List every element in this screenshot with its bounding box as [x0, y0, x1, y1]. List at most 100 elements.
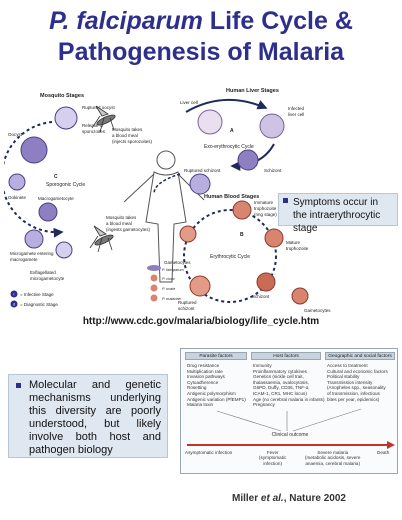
step-mark-c: C — [54, 174, 58, 180]
label-exflagellated-2: microgametocyte — [30, 276, 65, 281]
label-liver-ruptured-schizont: Ruptured schizont — [184, 168, 221, 173]
label-erythrocytic-cycle: Erythrocytic Cycle — [210, 254, 250, 260]
label-meal-top-3: (injects sporozoites) — [112, 139, 153, 144]
parasite-factor: Drug resistance — [187, 363, 220, 368]
host-factor: thalassaemia, ovalocytosis, — [253, 379, 309, 385]
parasite-factor: Invasion pathways — [187, 374, 225, 380]
liver-stage-cycle — [153, 99, 285, 195]
label-liver-schizont: Schizont — [264, 168, 282, 173]
source-url: http://www.cdc.gov/malaria/biology/life_… — [82, 316, 320, 327]
label-liver-cell: Liver cell — [180, 100, 198, 105]
outcome-fever-line: (symptomatic — [259, 455, 287, 461]
citation-etal: et al. — [260, 493, 284, 504]
label-ruptured-blood-2: schizont — [178, 306, 195, 311]
label-mature-2: trophozoite — [286, 246, 309, 251]
blood-stage-cycle — [147, 200, 309, 305]
label-human-liver-stages: Human Liver Stages — [226, 88, 279, 94]
label-exflagellated-1: Exflagellated — [30, 270, 56, 275]
host-factor: ICAM-1, CR1, MHC locus) — [253, 390, 307, 396]
parasite-factor: Antigenic polymorphism — [187, 390, 236, 396]
label-human-blood-stages: Human Blood Stages — [204, 194, 259, 200]
label-release-1: Release of — [82, 123, 104, 128]
label-ruptured-blood-1: Ruptured — [178, 300, 197, 305]
host-factor: Genetics (sickle cell trait, — [253, 374, 304, 380]
diagnostic-stage-marker — [10, 300, 18, 308]
geo-social-factor: Political stability — [327, 374, 360, 380]
citation-author: Miller — [232, 493, 261, 504]
gametocyte-species-stack — [147, 265, 161, 302]
parasite-factor: Rosetting — [187, 385, 207, 391]
outcome-asymptomatic: Asymptomatic infection — [185, 450, 233, 455]
label-gametocytes-left: Gametocytes — [164, 260, 191, 265]
parasite-factor: Cytoadherence — [187, 379, 219, 385]
label-p-falciparum: P. falciparum — [162, 268, 184, 272]
rbc-ring-stage — [232, 200, 252, 220]
liver-ruptured-schizont — [189, 173, 211, 195]
label-infected-2: liver cell — [288, 112, 304, 117]
symptom-callout: Symptoms occur in the intraerythrocytic … — [278, 193, 398, 234]
bullet-square-icon — [16, 383, 21, 388]
citation-rest: , Nature 2002 — [283, 493, 346, 504]
slide-title: P. falciparum Life Cycle & Pathogenesis … — [0, 6, 402, 68]
ruptured-oocyst-cell — [54, 106, 78, 130]
label-p-malariae: P. malariae — [162, 297, 181, 301]
geo-social-factors-header: Geographic and social factors — [325, 352, 395, 360]
liver-cell — [197, 109, 223, 135]
geo-social-factors-list: Access to treatment Cultural and economi… — [327, 363, 388, 402]
label-microgamete-2: macrogamete — [10, 257, 38, 262]
rbc-ruptured-schizont — [189, 275, 211, 297]
rbc-merozoites — [179, 225, 197, 243]
liver-schizont — [237, 149, 259, 171]
host-factor: Pregnancy — [253, 402, 275, 408]
label-ookinete: Ookinete — [8, 195, 27, 200]
label-diagnostic-stage: = Diagnostic Stage — [20, 302, 58, 307]
outcome-arrows — [187, 408, 395, 449]
stage-legend: i d = Infective Stage = Diagnostic Stage — [10, 290, 58, 308]
label-mature-1: Mature — [286, 240, 301, 245]
label-meal-bot-3: (ingests gametocytes) — [106, 227, 151, 232]
step-mark-a: A — [230, 128, 234, 134]
parasite-factors-header: Parasite factors — [185, 352, 247, 360]
infected-liver-cell — [259, 113, 285, 139]
host-factor: Proinflammatory cytokines — [253, 368, 307, 374]
title-line-2: Pathogenesis of Malaria — [57, 38, 345, 66]
outcome-severe: Severe malaria (metabolic acidosis, seve… — [305, 450, 360, 466]
label-infected-1: Infected — [288, 106, 305, 111]
clinical-outcome-label: Clinical outcome — [271, 432, 309, 438]
outcome-severe-line: (metabolic acidosis, severe — [305, 455, 361, 461]
outcome-arrowhead — [387, 441, 395, 449]
geo-social-factor: Access to treatment — [327, 363, 368, 368]
parasite-factor: Antigenic variation (PfEMP1) — [187, 396, 246, 402]
outcome-severe-line: anaemia, cerebral malaria) — [305, 460, 361, 466]
host-factor: Immunity — [253, 363, 272, 368]
host-factor: Age (no cerebral malaria in infants) — [253, 396, 325, 402]
label-microgamete-1: Microgamete entering — [10, 251, 54, 256]
label-infective-stage: = Infective Stage — [20, 292, 54, 297]
label-exo-erythrocytic: Exo-erythrocytic Cycle — [204, 144, 254, 150]
geo-social-factor: Cultural and economic factors — [327, 368, 388, 374]
oocyst-cell — [20, 136, 48, 164]
label-immature-1: Immature — [254, 200, 274, 205]
label-sporogonic-cycle: Sporogonic Cycle — [46, 182, 85, 188]
macrogametocyte-cell — [38, 202, 58, 222]
label-p-vivax: P. vivax — [162, 277, 176, 281]
label-meal-bot-2: a blood meal — [106, 221, 132, 226]
label-mosquito-stages: Mosquito Stages — [40, 93, 84, 99]
factors-figure: Parasite factors Host factors Geographic… — [180, 348, 398, 474]
label-meal-top-2: a blood meal — [112, 133, 138, 138]
label-meal-bot-1: Mosquito takes — [106, 215, 137, 220]
bullet-square-icon — [283, 198, 288, 203]
ookinete-cell — [8, 173, 26, 191]
rbc-mature-trophozoite — [264, 228, 284, 248]
rbc-gametocytes-right — [291, 287, 309, 305]
host-factor: G6PD, Duffy, CD36, TNF-α, — [253, 385, 310, 391]
geo-social-factor: bites per year, epidemics) — [327, 396, 380, 402]
sporogonic-arrow — [4, 121, 64, 238]
label-meal-top-1: Mosquito takes — [112, 127, 143, 132]
outcome-fever: Fever (symptomatic infection) — [259, 450, 286, 466]
geo-social-factor: of transmission, infectious — [327, 390, 380, 396]
diagnostic-stage-mark: d — [13, 302, 15, 307]
citation: Miller et al., Nature 2002 — [232, 493, 346, 504]
mosquito-bottom-icon — [89, 225, 114, 253]
title-line-1: P. falciparum Life Cycle & — [0, 6, 402, 37]
